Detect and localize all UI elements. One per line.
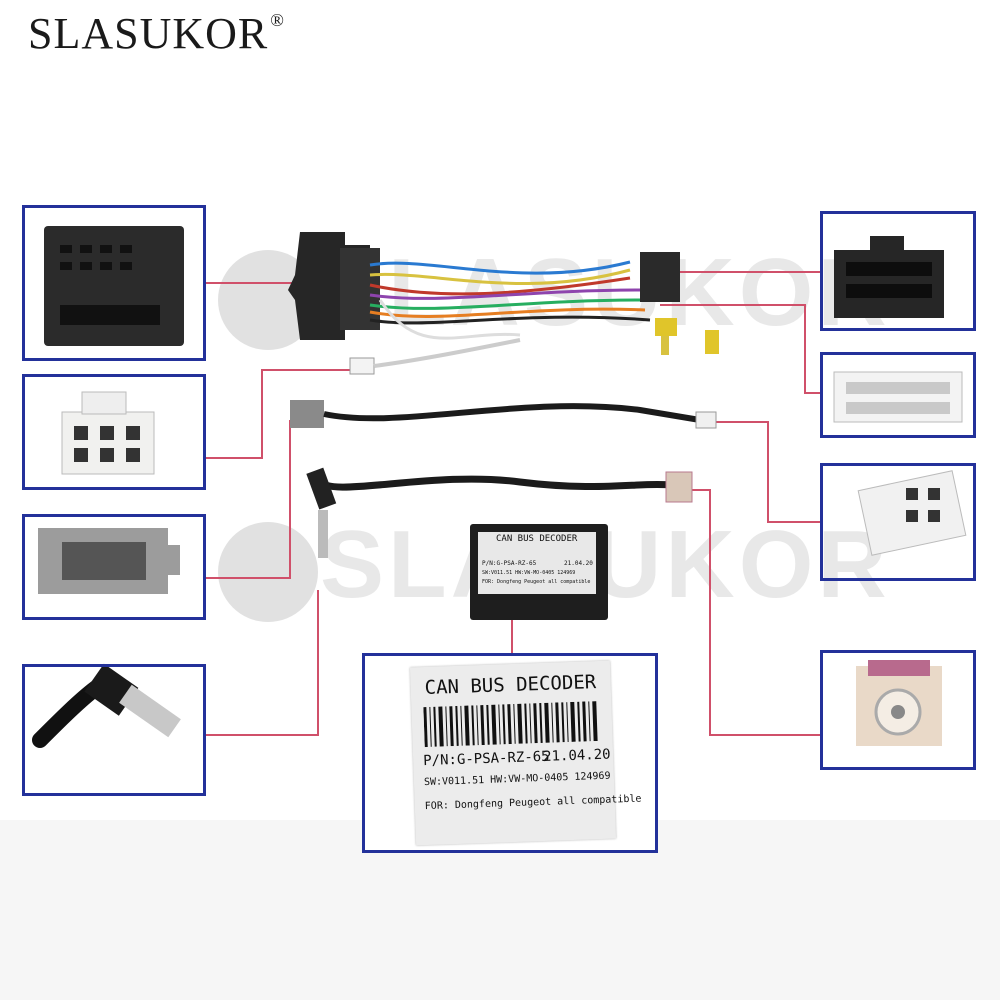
frame-antenna-plug [22, 664, 206, 796]
decoder-module-label: CAN BUS DECODER P/N:G-PSA-RZ-65 21.04.20… [478, 532, 596, 594]
thumb-antenna-plug [32, 663, 181, 748]
registered-mark: ® [270, 10, 285, 30]
can-bus-decoder-module: CAN BUS DECODER P/N:G-PSA-RZ-65 21.04.20… [470, 524, 608, 620]
frame-white-4pin-connector [820, 463, 976, 581]
frame-quadlock-connector [22, 205, 206, 361]
decoder-label-for: FOR: Dongfeng Peugeot all compatible [424, 793, 642, 813]
decoder-module-pn: P/N:G-PSA-RZ-65 [482, 560, 537, 567]
decoder-module-date: 21.04.20 [564, 560, 593, 567]
decoder-label-sw: SW:V011.51 HW:VW-MO-0405 124969 [423, 770, 611, 789]
frame-fakra-connector [820, 650, 976, 770]
leader-lines [206, 271, 822, 736]
thumb-white-4pin [857, 470, 967, 556]
thumb-quadlock [44, 226, 184, 346]
decoder-label-date: 21.04.20 [542, 746, 611, 765]
decoder-module-for: FOR: Dongfeng Peugeot all compatible [482, 579, 591, 585]
decoder-module-sw: SW:V011.51 HW:VW-MO-0405 124969 [482, 570, 576, 576]
watermark-logo-circle-2 [218, 522, 318, 622]
thumb-fakra-plug [856, 660, 942, 746]
frame-black-16pin-connector [820, 211, 976, 331]
decoder-sticker: CAN BUS DECODER P/N:G-PSA-RZ-65 21.04.20… [409, 660, 642, 846]
thumb-white-6pin [61, 391, 155, 475]
main-connector [288, 232, 380, 340]
wire-bundle [369, 260, 651, 340]
barcode [423, 701, 598, 748]
brand-name: SLASUKOR [28, 9, 269, 58]
thumb-grey-connector [38, 528, 180, 594]
frame-decoder-label-closeup: CAN BUS DECODER P/N:G-PSA-RZ-65 21.04.20… [362, 653, 658, 853]
frame-white-16pin-connector [820, 352, 976, 438]
brand-logo: SLASUKOR® [28, 8, 285, 59]
thumb-black-16pin [834, 236, 944, 318]
decoder-label-pn: P/N:G-PSA-RZ-65 [422, 748, 550, 770]
decoder-module-title: CAN BUS DECODER [496, 534, 578, 544]
decoder-label-title: CAN BUS DECODER [424, 671, 597, 700]
grey-plug [290, 400, 324, 428]
iso-plug [640, 252, 680, 302]
frame-grey-connector [22, 514, 206, 620]
thumb-white-16pin [833, 371, 963, 423]
frame-white-6pin-connector [22, 374, 206, 490]
